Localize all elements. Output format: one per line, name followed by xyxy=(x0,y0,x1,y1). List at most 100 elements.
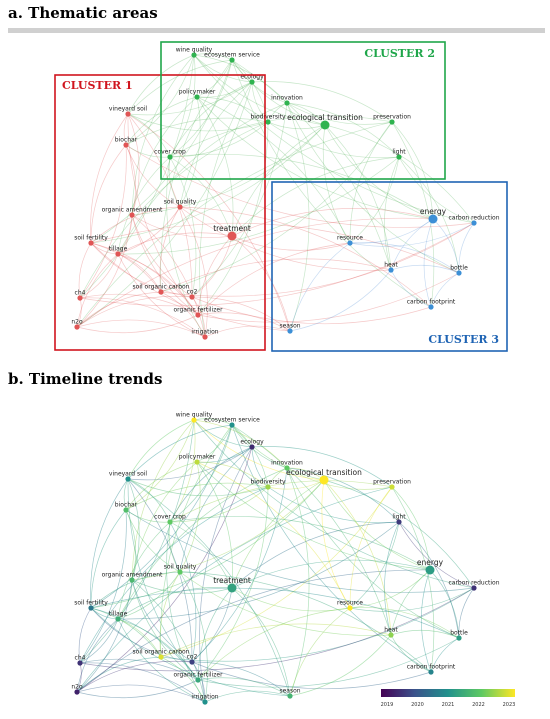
a-node-resource[interactable] xyxy=(347,240,353,246)
b-node-light[interactable] xyxy=(396,519,402,525)
b-edge xyxy=(79,486,269,664)
b-edge xyxy=(196,461,269,488)
b-label-biodiversity: biodiversity xyxy=(250,479,285,486)
b-node-energy[interactable] xyxy=(425,565,435,575)
b-edge xyxy=(125,461,198,511)
a-node-organic-amendment[interactable] xyxy=(129,212,135,218)
b-node-preservation[interactable] xyxy=(389,484,395,490)
cluster-2-box xyxy=(160,41,446,180)
a-node-innovation[interactable] xyxy=(284,100,290,106)
b-node-soil-fertility[interactable] xyxy=(88,605,94,611)
b-edge xyxy=(125,509,181,573)
b-node-irrigation[interactable] xyxy=(202,699,208,705)
b-node-biodiversity[interactable] xyxy=(265,484,271,490)
a-node-cover-crop[interactable] xyxy=(167,154,173,160)
b-node-soil-organic-carbon[interactable] xyxy=(158,654,164,660)
a-node-energy[interactable] xyxy=(428,214,438,224)
a-node-ch4[interactable] xyxy=(77,295,83,301)
b-edge xyxy=(231,424,288,469)
b-node-resource[interactable] xyxy=(347,605,353,611)
b-node-co2[interactable] xyxy=(189,659,195,665)
b-edge xyxy=(169,480,393,523)
b-node-bottle[interactable] xyxy=(456,635,462,641)
b-node-cover-crop[interactable] xyxy=(167,519,173,525)
b-edge xyxy=(79,658,199,681)
cluster-1-label: CLUSTER 1 xyxy=(62,79,133,92)
a-edge xyxy=(90,242,193,298)
b-node-ecology[interactable] xyxy=(249,444,255,450)
a-node-preservation[interactable] xyxy=(389,119,395,125)
a-edge xyxy=(125,144,181,208)
b-edge xyxy=(390,629,460,639)
a-node-organic-fertilizer[interactable] xyxy=(195,312,201,318)
a-node-soil-quality[interactable] xyxy=(177,204,183,210)
a-edge xyxy=(160,222,475,297)
a-label-treatment: treatment xyxy=(213,224,251,233)
b-node-wine-quality[interactable] xyxy=(191,417,197,423)
a-node-soil-fertility[interactable] xyxy=(88,240,94,246)
a-node-ecological-transition[interactable] xyxy=(320,120,330,130)
a-edge xyxy=(286,102,393,125)
b-edge xyxy=(179,571,208,703)
b-node-ch4[interactable] xyxy=(77,660,83,666)
cluster-3-box xyxy=(271,181,508,352)
b-label-preservation: preservation xyxy=(373,479,411,486)
a-node-ecosystem-service[interactable] xyxy=(229,57,235,63)
a-node-biodiversity[interactable] xyxy=(265,119,271,125)
a-node-bottle[interactable] xyxy=(456,270,462,276)
b-node-ecological-transition[interactable] xyxy=(319,475,329,485)
a-node-soil-organic-carbon[interactable] xyxy=(158,289,164,295)
b-node-innovation[interactable] xyxy=(284,465,290,471)
b-node-heat[interactable] xyxy=(388,632,394,638)
b-edge xyxy=(231,424,392,636)
b-node-ecosystem-service[interactable] xyxy=(229,422,235,428)
b-edge xyxy=(127,424,233,480)
a-edge xyxy=(127,113,140,216)
b-node-carbon-footprint[interactable] xyxy=(428,669,434,675)
a-edge xyxy=(349,222,475,247)
a-edge xyxy=(127,113,269,132)
a-node-heat[interactable] xyxy=(388,267,394,273)
a-edge xyxy=(131,214,206,338)
b-edge xyxy=(127,419,195,480)
a-node-light[interactable] xyxy=(396,154,402,160)
a-label-cover-crop: cover crop xyxy=(154,149,186,156)
b-node-season[interactable] xyxy=(287,693,293,699)
b-node-biochar[interactable] xyxy=(123,507,129,513)
b-node-treatment[interactable] xyxy=(227,583,237,593)
b-edge xyxy=(267,486,400,524)
a-label-soil-organic-carbon: soil organic carbon xyxy=(133,284,190,291)
a-node-wine-quality[interactable] xyxy=(191,52,197,58)
a-node-carbon-footprint[interactable] xyxy=(428,304,434,310)
a-edge xyxy=(231,124,326,237)
a-node-ecology[interactable] xyxy=(249,79,255,85)
a-edge xyxy=(76,253,119,328)
b-edge xyxy=(193,419,288,469)
a-edge xyxy=(289,242,351,332)
b-edge xyxy=(231,587,351,612)
b-node-organic-amendment[interactable] xyxy=(129,577,135,583)
b-node-soil-quality[interactable] xyxy=(177,569,183,575)
b-node-policymaker[interactable] xyxy=(194,459,200,465)
b-edge xyxy=(231,424,432,673)
a-node-tillage[interactable] xyxy=(115,251,121,257)
a-edge xyxy=(127,113,291,332)
a-node-irrigation[interactable] xyxy=(202,334,208,340)
a-node-biochar[interactable] xyxy=(123,142,129,148)
a-node-policymaker[interactable] xyxy=(194,94,200,100)
b-node-carbon-reduction[interactable] xyxy=(471,585,477,591)
a-edge xyxy=(131,214,193,298)
a-node-vineyard-soil[interactable] xyxy=(125,111,131,117)
b-node-organic-fertilizer[interactable] xyxy=(195,677,201,683)
b-edge xyxy=(79,662,206,703)
a-node-n2o[interactable] xyxy=(74,324,80,330)
b-edge xyxy=(191,467,288,663)
b-node-vineyard-soil[interactable] xyxy=(125,476,131,482)
a-node-season[interactable] xyxy=(287,328,293,334)
a-node-co2[interactable] xyxy=(189,294,195,300)
a-node-carbon-reduction[interactable] xyxy=(471,220,477,226)
b-node-tillage[interactable] xyxy=(115,616,121,622)
cluster-1-box xyxy=(54,74,266,351)
a-node-treatment[interactable] xyxy=(227,231,237,241)
b-node-n2o[interactable] xyxy=(74,689,80,695)
